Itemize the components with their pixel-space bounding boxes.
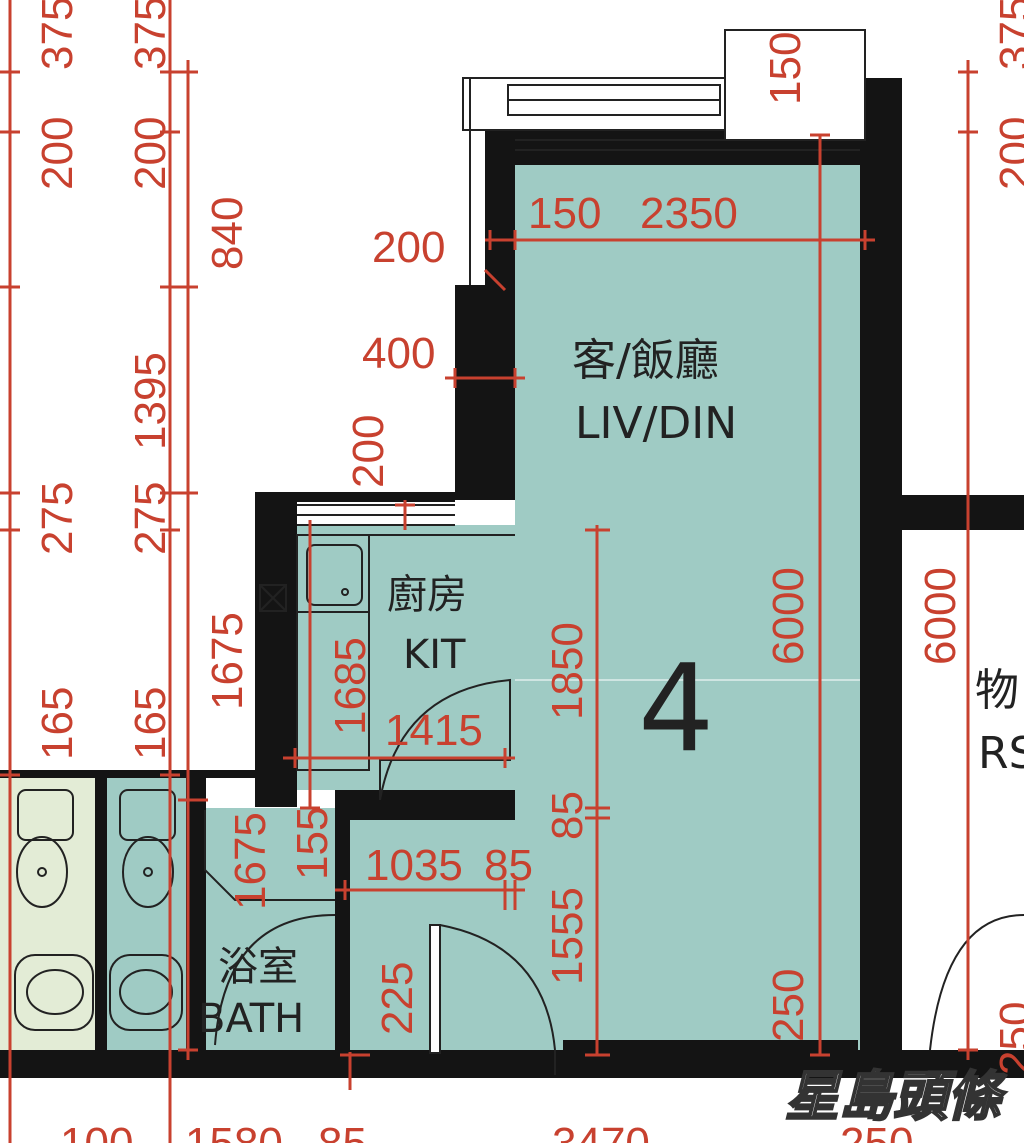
neighbor-label-zh: 物 xyxy=(975,665,1019,716)
dimension-lines xyxy=(0,0,978,1143)
dim-right-6000: 6000 xyxy=(916,567,965,665)
entrance-door xyxy=(429,914,1024,1075)
kitchen-fixtures xyxy=(259,534,515,801)
dim-rc-250: 250 xyxy=(991,1002,1024,1075)
dim-mid-1555: 1555 xyxy=(543,887,592,985)
dim-liv-6000: 6000 xyxy=(764,567,813,665)
dim-bottom-85: 85 xyxy=(318,1119,367,1143)
living-label-zh: 客/飯廳 xyxy=(572,335,719,386)
dim-lc2-1395: 1395 xyxy=(126,352,175,450)
dim-kit-200: 200 xyxy=(344,415,393,488)
dim-left-400: 400 xyxy=(362,329,435,378)
dim-mid-1850: 1850 xyxy=(543,622,592,720)
dim-hall-1035: 1035 xyxy=(365,841,463,890)
bath-floor xyxy=(205,808,335,1050)
kitchen-label-zh: 廚房 xyxy=(387,572,467,618)
dim-lc1-200: 200 xyxy=(33,117,82,190)
dim-bath-1675: 1675 xyxy=(226,812,275,910)
dim-lc3-840: 840 xyxy=(203,197,252,270)
dim-lc3-1675: 1675 xyxy=(203,612,252,710)
dim-lc2-165: 165 xyxy=(126,687,175,760)
dim-mid-85: 85 xyxy=(543,791,592,840)
dim-lc1-275: 275 xyxy=(33,482,82,555)
dim-lc2-275: 275 xyxy=(126,482,175,555)
dim-rc-375: 375 xyxy=(991,0,1024,70)
unit-number: 4 xyxy=(638,640,714,779)
living-room-floor xyxy=(515,165,860,1050)
dim-lc2-375: 375 xyxy=(126,0,175,70)
watermark-logo: 星島頭條 xyxy=(785,1065,1007,1128)
dim-lc1-375: 375 xyxy=(33,0,82,70)
dim-bath-225: 225 xyxy=(373,962,422,1035)
dim-rc-200: 200 xyxy=(991,117,1024,190)
dim-bot-250: 250 xyxy=(764,969,813,1042)
bath-label-zh: 浴室 xyxy=(218,944,298,990)
window-frames xyxy=(297,29,866,681)
dim-lc1-165: 165 xyxy=(33,687,82,760)
bath-fixtures xyxy=(14,789,336,1046)
dim-hall-85: 85 xyxy=(484,841,533,890)
neighbor-label-en: RS xyxy=(978,728,1024,779)
living-label-en: LIV/DIN xyxy=(575,398,737,449)
dim-box-150: 150 xyxy=(761,32,810,105)
dim-top-2350: 2350 xyxy=(640,189,738,238)
dim-bottom-250: 250 xyxy=(840,1119,913,1143)
dim-bottom-1580: 1580 xyxy=(185,1119,283,1143)
dim-kit-1415: 1415 xyxy=(385,706,483,755)
bath-label-en: BATH xyxy=(198,996,304,1042)
dim-lc2-200: 200 xyxy=(126,117,175,190)
kitchen-floor xyxy=(296,525,515,790)
dim-bath-155: 155 xyxy=(288,807,337,880)
kitchen-label-en: KIT xyxy=(403,632,466,678)
dim-top-150: 150 xyxy=(528,189,601,238)
dim-left-200: 200 xyxy=(372,223,445,272)
dim-bottom-3470: 3470 xyxy=(552,1119,650,1143)
dim-bottom-100: 100 xyxy=(60,1119,133,1143)
dim-kit-1685: 1685 xyxy=(326,637,375,735)
walls xyxy=(0,78,1024,1078)
